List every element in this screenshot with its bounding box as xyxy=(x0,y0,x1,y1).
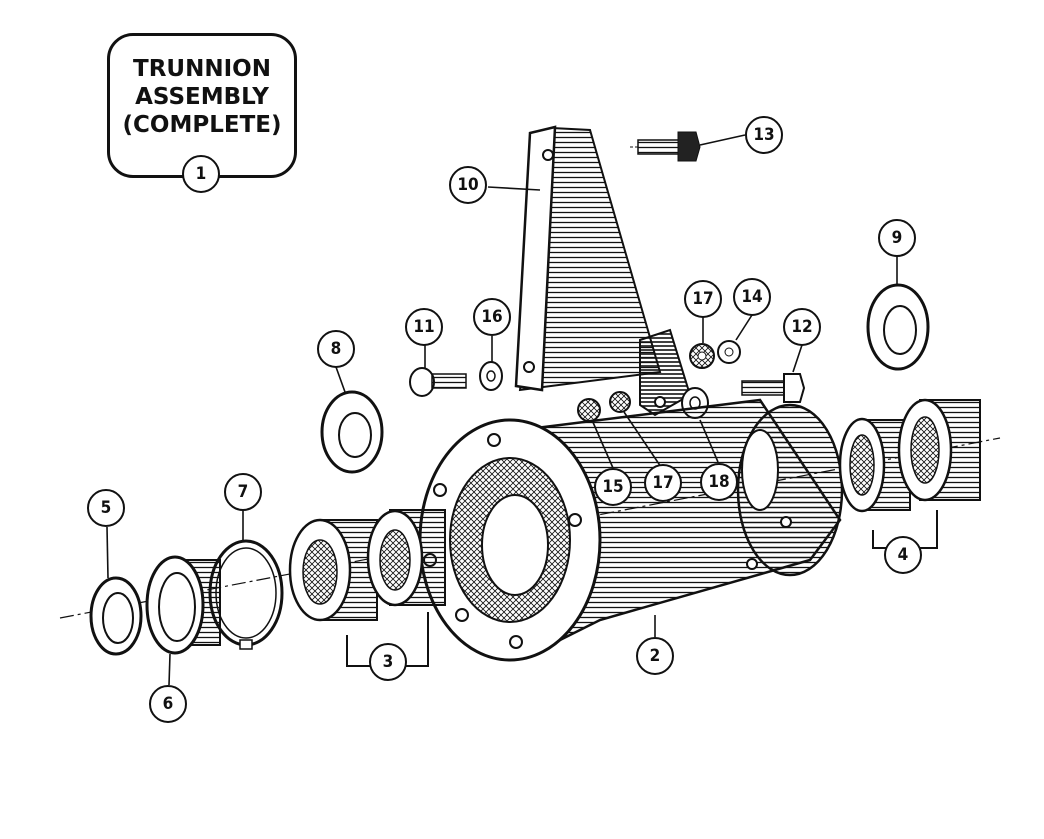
part-4-bearings xyxy=(838,398,981,549)
title-box: TRUNNION ASSEMBLY (COMPLETE) xyxy=(107,33,297,178)
part-5-ring xyxy=(89,576,143,656)
callout-12: 12 xyxy=(783,308,821,346)
callout-14: 14 xyxy=(733,278,771,316)
callout-16: 16 xyxy=(473,298,511,336)
part-3-bearings xyxy=(288,509,446,667)
part-17-nut-upper xyxy=(689,343,715,369)
callout-18: 18 xyxy=(700,463,738,501)
title-line-3: (COMPLETE) xyxy=(122,112,282,138)
callout-11: 11 xyxy=(405,308,443,346)
callout-5: 5 xyxy=(87,489,125,527)
part-2-housing xyxy=(418,398,844,662)
part-10-bracket xyxy=(514,125,692,417)
callout-3: 3 xyxy=(369,643,407,681)
part-15-nut xyxy=(577,398,601,422)
part-9-ring xyxy=(866,283,930,371)
callout-2: 2 xyxy=(636,637,674,675)
title-line-1: TRUNNION xyxy=(133,56,271,82)
callout-7: 7 xyxy=(224,473,262,511)
callout-4: 4 xyxy=(884,536,922,574)
part-12-bolt xyxy=(741,373,806,403)
part-11-bolt xyxy=(409,367,467,397)
part-6-sleeve xyxy=(145,555,221,655)
part-8-ring xyxy=(320,390,384,474)
title-line-2: ASSEMBLY xyxy=(135,84,269,110)
callout-13: 13 xyxy=(745,116,783,154)
part-14-nut xyxy=(717,340,741,364)
callout-6: 6 xyxy=(149,685,187,723)
callout-9: 9 xyxy=(878,219,916,257)
part-17-nut-lower xyxy=(609,391,631,413)
callout-15: 15 xyxy=(594,468,632,506)
callout-1: 1 xyxy=(182,155,220,193)
leader-lines xyxy=(106,134,898,686)
part-13-bolt xyxy=(630,131,701,162)
callout-10: 10 xyxy=(449,166,487,204)
callout-17-lower: 17 xyxy=(644,464,682,502)
callout-17-upper: 17 xyxy=(684,280,722,318)
callout-8: 8 xyxy=(317,330,355,368)
